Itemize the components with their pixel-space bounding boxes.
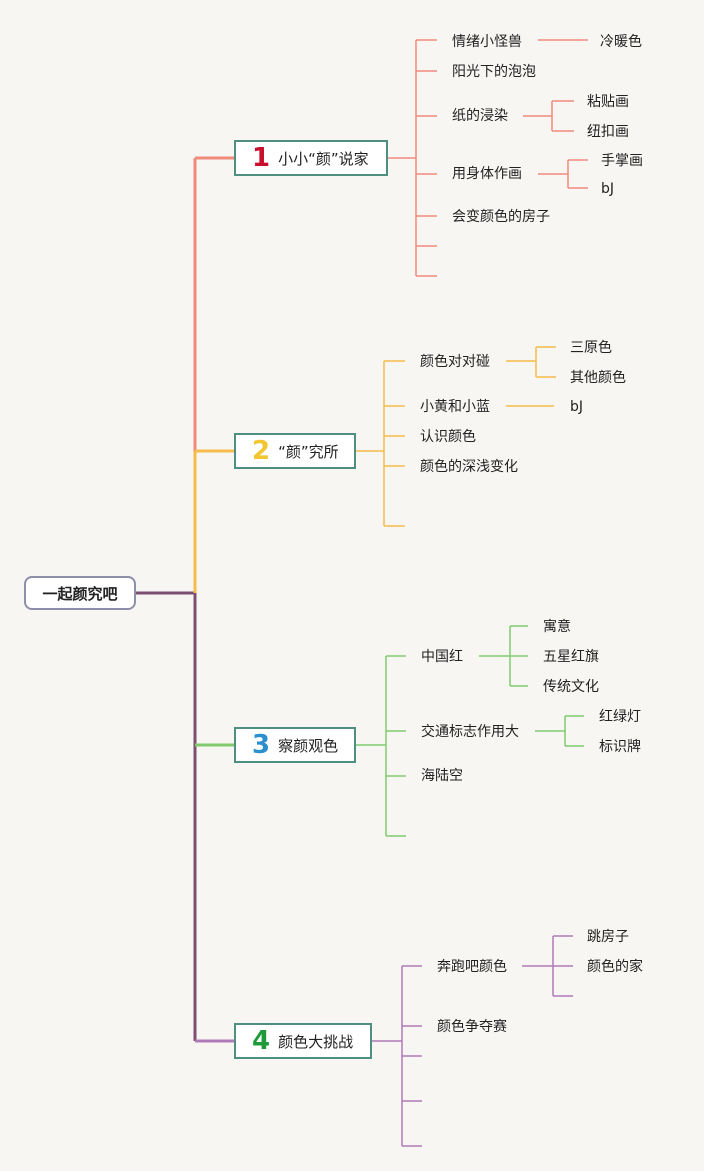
- topic-4-1[interactable]: 奔跑吧颜色: [437, 959, 507, 975]
- branch-4-node[interactable]: 4 颜色大挑战: [234, 1023, 372, 1059]
- subtopic-3-1-1[interactable]: 寓意: [543, 619, 571, 635]
- subtopic-3-2-1[interactable]: 红绿灯: [599, 709, 641, 725]
- topic-4-1-links: [522, 935, 573, 997]
- topic-3-2-links: [535, 715, 584, 747]
- root-node[interactable]: 一起颜究吧: [24, 576, 136, 610]
- branch-1-number: 1: [252, 143, 271, 173]
- subtopic-3-1-3[interactable]: 传统文化: [543, 679, 599, 695]
- topic-2-3[interactable]: 认识颜色: [420, 429, 476, 445]
- branch-1-label: 小小“颜”说家: [278, 149, 369, 168]
- topic-1-3-links: [523, 100, 574, 132]
- topic-1-3[interactable]: 纸的浸染: [452, 108, 508, 124]
- branch-2-node[interactable]: 2 “颜”究所: [234, 433, 356, 469]
- subtopic-1-4-1[interactable]: 手掌画: [601, 153, 643, 169]
- topic-1-5[interactable]: 会变颜色的房子: [452, 209, 550, 225]
- subtopic-1-3-2[interactable]: 纽扣画: [587, 124, 629, 140]
- branch-3-number: 3: [252, 730, 271, 760]
- root-label: 一起颜究吧: [42, 584, 118, 603]
- topic-3-1-links: [479, 625, 528, 687]
- subtopic-2-2-1[interactable]: bJ: [570, 399, 584, 415]
- branch-1-node[interactable]: 1 小小“颜”说家: [234, 140, 388, 176]
- topic-3-2[interactable]: 交通标志作用大: [421, 724, 519, 740]
- subtopic-1-4-2[interactable]: bJ: [601, 181, 615, 197]
- topic-2-1-links: [506, 346, 556, 378]
- branch-4-label: 颜色大挑战: [278, 1032, 354, 1051]
- topic-2-1[interactable]: 颜色对对碰: [420, 354, 490, 370]
- subtopic-4-1-2[interactable]: 颜色的家: [587, 959, 643, 975]
- subtopic-2-1-1[interactable]: 三原色: [570, 340, 612, 356]
- topic-3-3[interactable]: 海陆空: [421, 768, 463, 784]
- subtopic-1-1-1[interactable]: 冷暖色: [600, 34, 642, 50]
- topic-2-2[interactable]: 小黄和小蓝: [420, 399, 490, 415]
- branch-3-node[interactable]: 3 察颜观色: [234, 727, 356, 763]
- subtopic-2-1-2[interactable]: 其他颜色: [570, 370, 626, 386]
- branch-3-label: 察颜观色: [278, 736, 339, 755]
- topic-3-1[interactable]: 中国红: [421, 649, 463, 665]
- subtopic-3-2-2[interactable]: 标识牌: [599, 739, 641, 755]
- branch-2-label: “颜”究所: [278, 442, 339, 461]
- branch-2-number: 2: [252, 436, 271, 466]
- topic-1-4-links: [538, 159, 588, 189]
- subtopic-4-1-1[interactable]: 跳房子: [587, 929, 629, 945]
- subtopic-1-3-1[interactable]: 粘贴画: [587, 94, 629, 110]
- subtopic-3-1-2[interactable]: 五星红旗: [543, 649, 599, 665]
- branch-4-number: 4: [252, 1026, 271, 1056]
- topic-1-1[interactable]: 情绪小怪兽: [452, 34, 522, 50]
- topic-1-2[interactable]: 阳光下的泡泡: [452, 64, 536, 80]
- topic-2-4[interactable]: 颜色的深浅变化: [420, 459, 518, 475]
- topic-1-4[interactable]: 用身体作画: [452, 166, 522, 182]
- topic-4-2[interactable]: 颜色争夺赛: [437, 1019, 507, 1035]
